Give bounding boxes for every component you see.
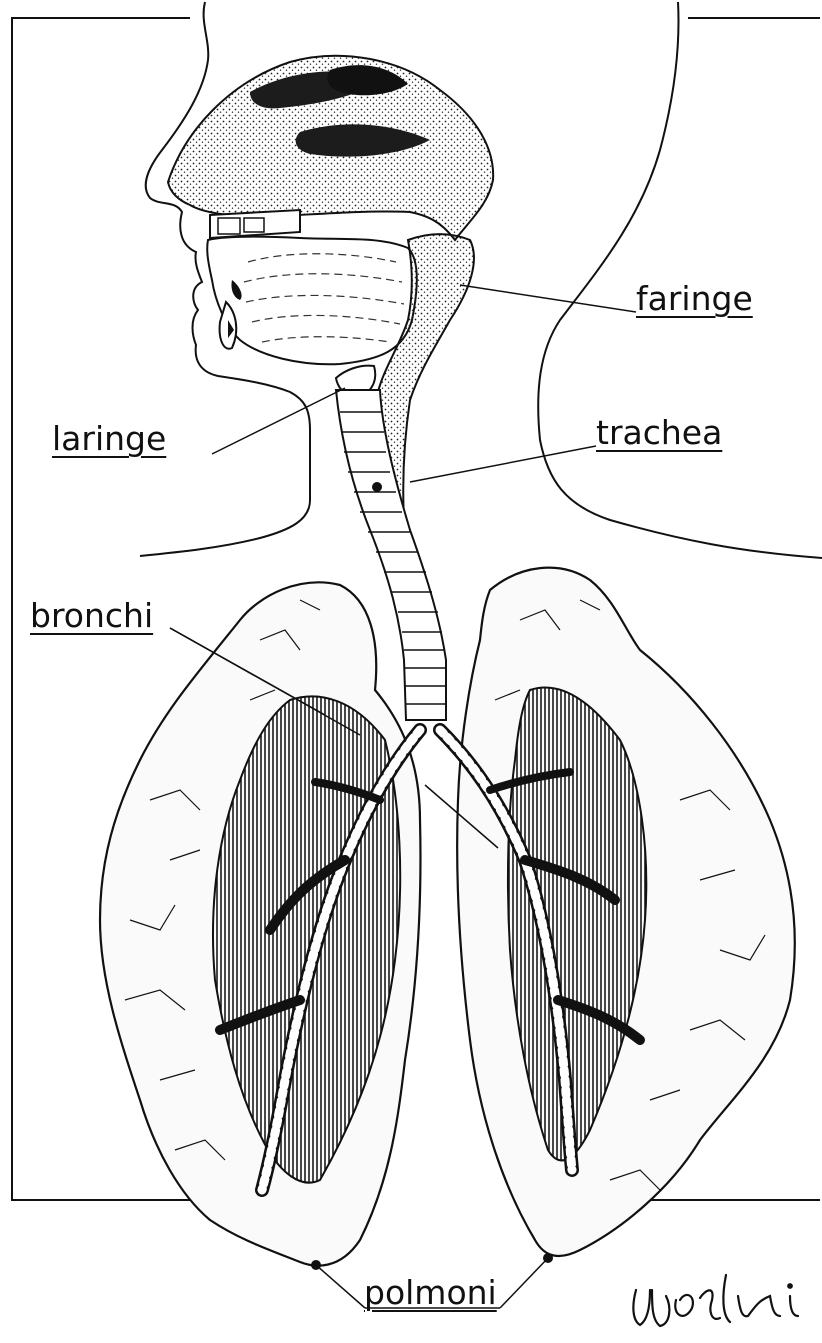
label-faringe: faringe	[636, 282, 753, 315]
label-bronchi: bronchi	[30, 599, 153, 632]
polmoni-dot-right	[543, 1253, 553, 1263]
oral-cavity	[207, 210, 417, 364]
left-lung	[100, 582, 420, 1265]
polmoni-dot-left	[311, 1260, 321, 1270]
label-polmoni: polmoni	[364, 1276, 497, 1309]
artist-signature	[633, 1275, 798, 1326]
label-laringe: laringe	[52, 422, 166, 455]
nasal-cavity	[168, 56, 493, 240]
label-trachea: trachea	[596, 416, 722, 449]
right-lung	[457, 568, 795, 1256]
